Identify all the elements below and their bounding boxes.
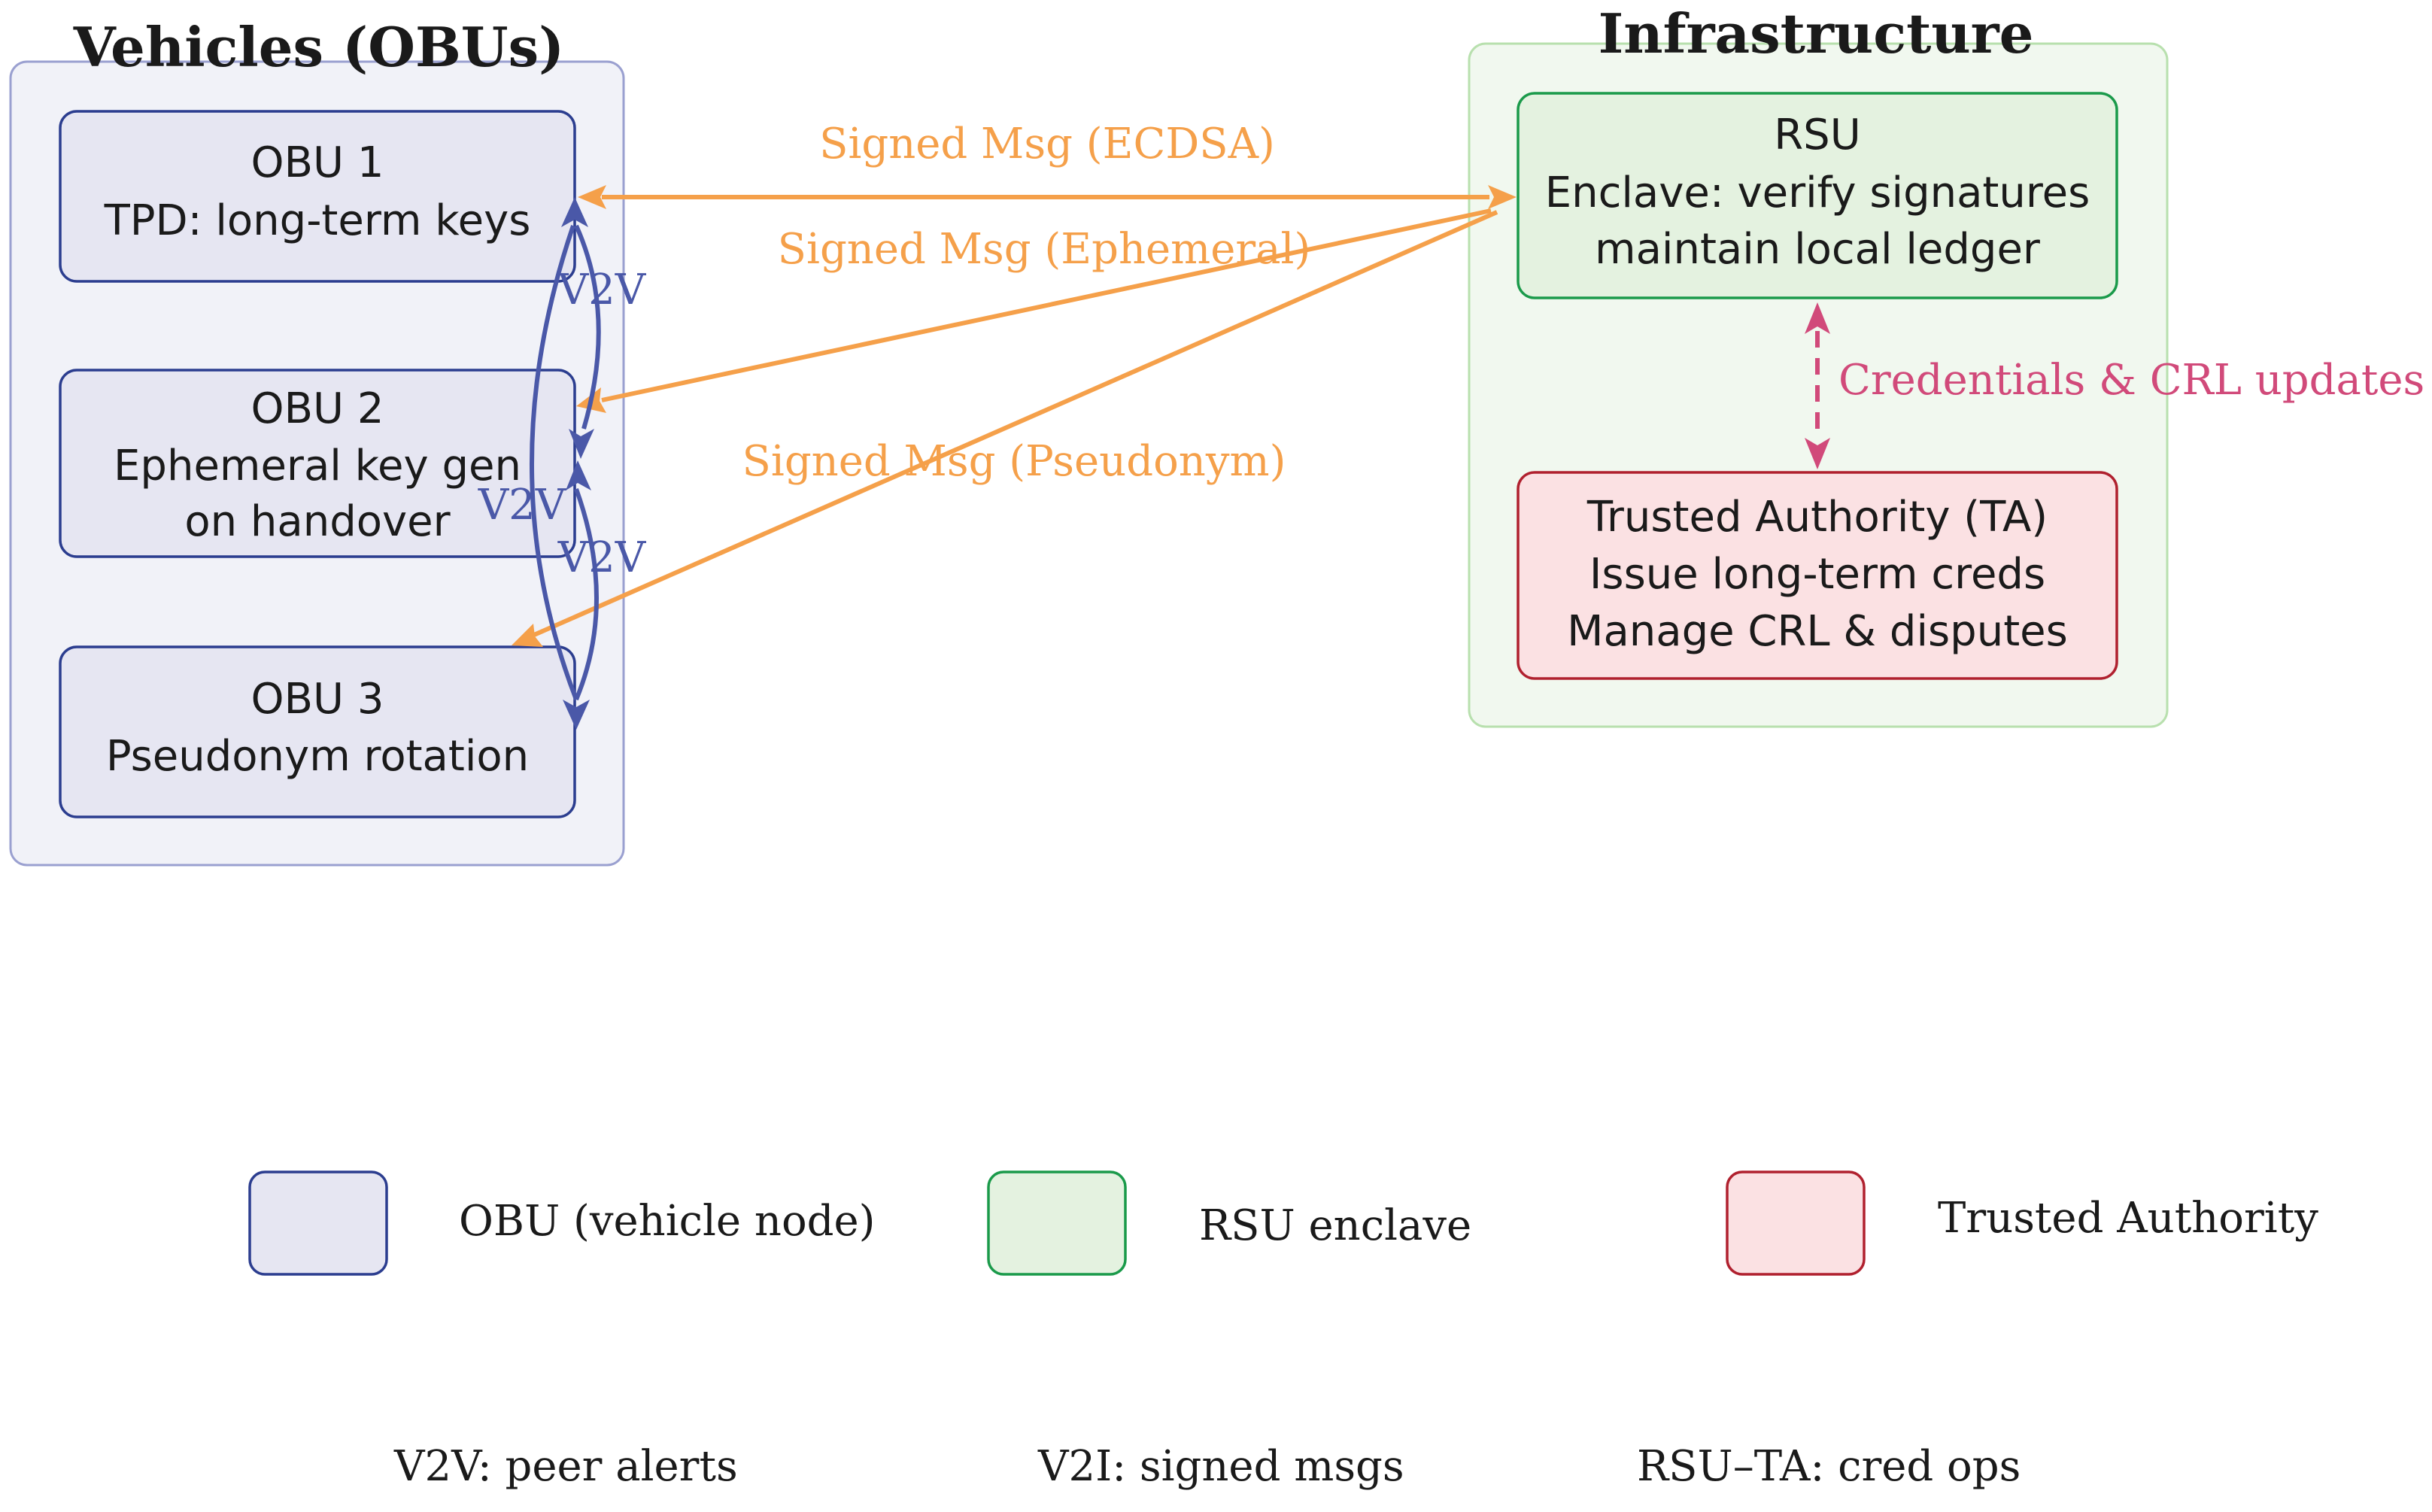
legend-obu-swatch (248, 1170, 388, 1276)
obu2-node[interactable]: OBU 2 Ephemeral key gen on handover (59, 369, 576, 558)
v2v-arc-long (530, 225, 578, 701)
arrow-pseudonym (533, 210, 1498, 637)
infrastructure-group-title: Infrastructure (1599, 2, 2034, 65)
arrowhead-pseudonym-left (512, 624, 543, 647)
legend-rsu-label: RSU enclave (1199, 1201, 1471, 1250)
v2v-arrowheads (561, 197, 594, 730)
label-v2v-a: V2V (557, 266, 647, 314)
label-v2v-b: V2V (478, 481, 567, 530)
v2v-arc-2 (574, 487, 599, 701)
vehicles-group-title: Vehicles (OBUs) (73, 15, 564, 79)
footer-rsu-ta: RSU–TA: cred ops (1637, 1442, 2021, 1491)
rsu-node[interactable]: RSU Enclave: verify signatures maintain … (1517, 92, 2118, 299)
rsu-desc-line1: Enclave: verify signatures (1545, 169, 2090, 217)
obu1-desc: TPD: long-term keys (104, 196, 531, 245)
cred-head-up (1805, 302, 1830, 334)
label-v2v-c: V2V (557, 533, 647, 582)
obu1-title: OBU 1 (251, 138, 384, 187)
obu2-desc-line2: on handover (184, 497, 451, 546)
cred-arrow (1805, 302, 1830, 469)
arrowhead-ecdsa-left (578, 185, 606, 209)
ta-node[interactable]: Trusted Authority (TA) Issue long-term c… (1517, 471, 2118, 680)
v2v-head-bottom (563, 700, 590, 730)
legend-ta-label: Trusted Authority (1938, 1194, 2318, 1243)
footer-v2i: V2I: signed msgs (1037, 1442, 1404, 1491)
ta-title: Trusted Authority (TA) (1586, 493, 2048, 542)
obu1-box (59, 110, 576, 283)
footer-notes: V2V: peer alerts V2I: signed msgs RSU–TA… (393, 1442, 2021, 1491)
rsu-box (1517, 92, 2118, 299)
obu1-node[interactable]: OBU 1 TPD: long-term keys (59, 110, 576, 283)
legend-obu-label: OBU (vehicle node) (459, 1197, 876, 1246)
footer-v2v: V2V: peer alerts (393, 1442, 738, 1491)
obu3-node[interactable]: OBU 3 Pseudonym rotation (59, 645, 576, 818)
ta-box (1517, 471, 2118, 680)
arrow-ephemeral (601, 208, 1492, 402)
ta-desc-line2: Manage CRL & disputes (1567, 607, 2068, 656)
label-signed-pseudonym: Signed Msg (Pseudonym) (742, 437, 1286, 486)
legend-rsu-swatch (987, 1170, 1127, 1276)
v2v-head-top (561, 197, 588, 227)
rsu-desc-line2: maintain local ledger (1595, 225, 2041, 274)
label-signed-ecdsa: Signed Msg (ECDSA) (819, 120, 1275, 169)
label-cred-updates: Credentials & CRL updates (1838, 356, 2424, 405)
obu3-desc: Pseudonym rotation (106, 732, 529, 781)
label-signed-ephemeral: Signed Msg (Ephemeral) (778, 225, 1311, 274)
v2v-arc-1 (574, 224, 601, 430)
obu3-title: OBU 3 (251, 675, 384, 724)
cred-head-down (1805, 438, 1830, 469)
rsu-title: RSU (1774, 111, 1860, 159)
obu2-title: OBU 2 (251, 384, 384, 433)
ta-desc-line1: Issue long-term creds (1589, 550, 2045, 599)
legend-ta-swatch (1726, 1170, 1866, 1276)
obu2-desc-line1: Ephemeral key gen (114, 442, 521, 490)
v2v-head-obu2-in (569, 429, 594, 459)
v2v-arrows (530, 224, 601, 701)
legend: OBU (vehicle node) RSU enclave Trusted A… (248, 1170, 2318, 1276)
arrowhead-ecdsa-right (1488, 185, 1517, 209)
obu2-box (59, 369, 576, 558)
obu3-box (59, 645, 576, 818)
v2v-head-obu2-out (566, 460, 591, 490)
v2i-arrows (512, 185, 1517, 647)
